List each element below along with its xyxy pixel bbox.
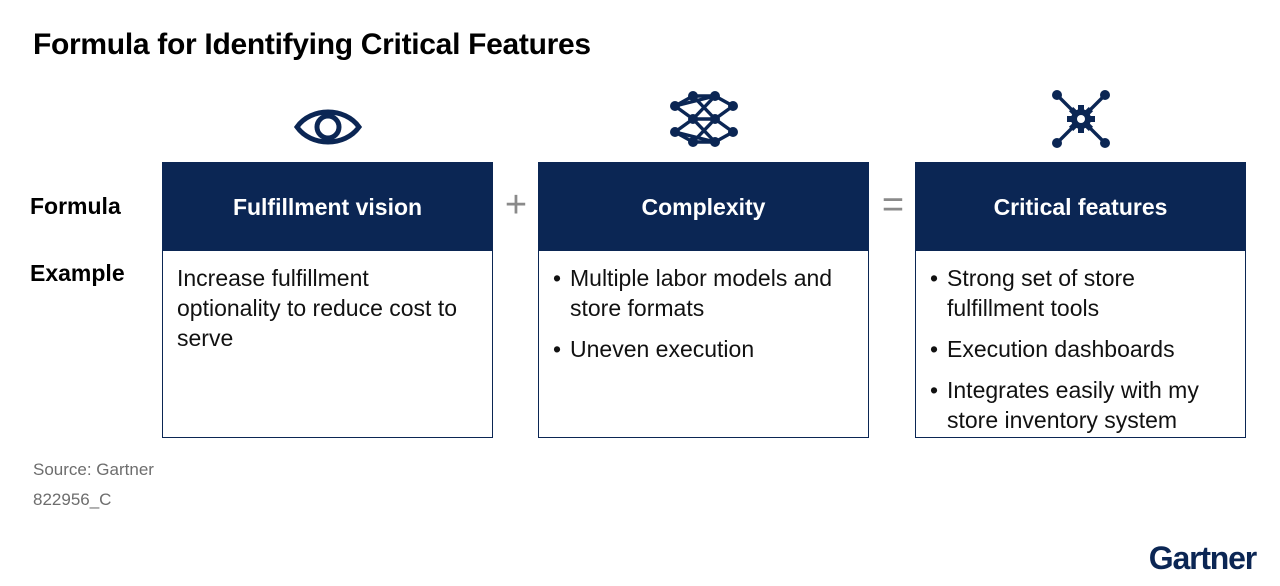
example-text: Increase fulfillment optionality to redu…	[177, 265, 457, 351]
list-item: Multiple labor models and store formats	[553, 263, 854, 323]
gear-network-icon	[1041, 84, 1121, 154]
list-item: Integrates easily with my store inventor…	[930, 375, 1231, 435]
fulfillment-vision-box: Fulfillment vision Increase fulfillment …	[162, 162, 493, 438]
list-item: Strong set of store fulfillment tools	[930, 263, 1231, 323]
gartner-logo: Gartner	[1148, 540, 1257, 576]
row-label-example: Example	[30, 260, 125, 286]
figure-code: 822956_C	[33, 490, 112, 509]
critical-features-box: Critical features Strong set of store fu…	[915, 162, 1246, 438]
eye-icon	[288, 92, 368, 162]
list-item: Execution dashboards	[930, 334, 1231, 364]
source-note: Source: Gartner	[33, 460, 154, 479]
box-header: Fulfillment vision	[163, 163, 492, 251]
equals-operator: =	[881, 184, 905, 226]
box-body: Strong set of store fulfillment tools Ex…	[916, 251, 1245, 435]
box-body: Increase fulfillment optionality to redu…	[163, 251, 492, 353]
box-header: Critical features	[916, 163, 1245, 251]
box-body: Multiple labor models and store formats …	[539, 251, 868, 364]
row-label-formula: Formula	[30, 193, 121, 219]
page-title: Formula for Identifying Critical Feature…	[33, 28, 591, 61]
neural-network-icon	[664, 84, 744, 154]
list-item: Uneven execution	[553, 334, 854, 364]
complexity-box: Complexity Multiple labor models and sto…	[538, 162, 869, 438]
plus-operator: +	[504, 184, 528, 226]
box-header: Complexity	[539, 163, 868, 251]
